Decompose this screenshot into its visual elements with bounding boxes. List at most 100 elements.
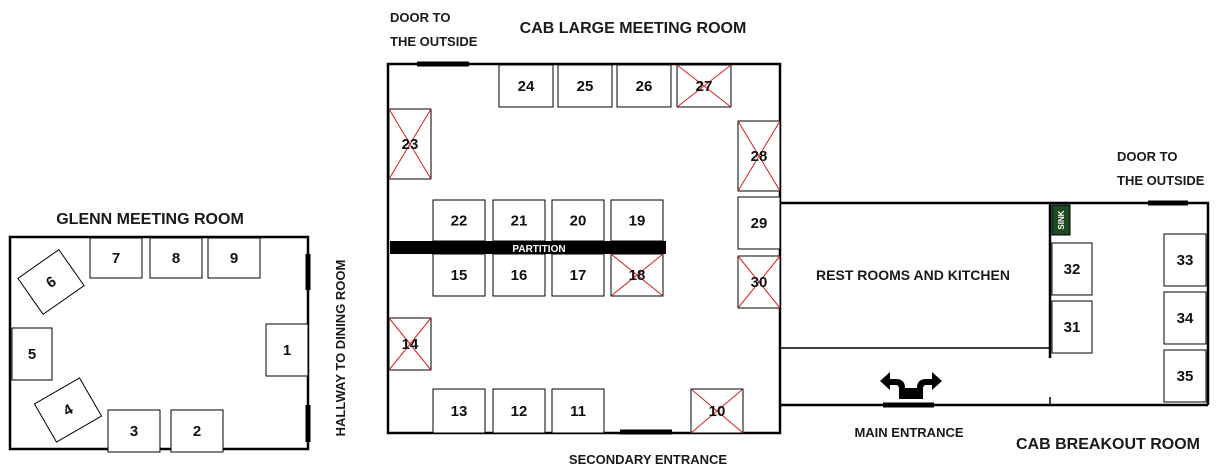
table-box: [107, 409, 161, 453]
table-number: 9: [230, 250, 238, 267]
table-number: 27: [696, 78, 713, 95]
table-box: [432, 388, 486, 434]
table-3: 3: [107, 409, 161, 453]
table-5: 5: [11, 327, 53, 381]
table-1: 1: [265, 323, 309, 377]
table-box: [149, 237, 203, 279]
table-number: 30: [751, 274, 768, 291]
table-box: [1163, 349, 1207, 403]
table-box: [551, 199, 605, 242]
table-box: [1051, 300, 1093, 354]
table-number: 10: [709, 403, 726, 420]
table-box: [557, 64, 613, 108]
table-box: [1163, 291, 1207, 345]
table-number: 22: [451, 213, 468, 230]
table-box: [432, 199, 486, 242]
table-number: 18: [629, 267, 646, 284]
table-number: 25: [577, 78, 594, 95]
table-number: 7: [112, 250, 120, 267]
table-number: 35: [1177, 368, 1194, 385]
table-number: 29: [751, 215, 768, 232]
table-number: 17: [570, 267, 587, 284]
table-11: 11: [551, 388, 605, 434]
table-number: 14: [402, 336, 419, 353]
unavailable-cross-mark: [737, 120, 781, 192]
table-number: 2: [193, 423, 201, 440]
table-32: 32: [1051, 242, 1093, 296]
table-number: 15: [451, 267, 468, 284]
main-entrance-label: MAIN ENTRANCE: [854, 425, 963, 440]
table-20: 20: [551, 199, 605, 242]
door-outside-left-label-line1: DOOR TO: [390, 10, 450, 25]
table-28: 28: [737, 120, 781, 192]
table-box: [551, 388, 605, 434]
table-number: 33: [1177, 252, 1194, 269]
table-number: 28: [751, 148, 768, 165]
door-outside-right-label-line1: DOOR TO: [1117, 149, 1177, 164]
table-35: 35: [1163, 349, 1207, 403]
table-number: 23: [402, 136, 419, 153]
sink-label: SINK: [1057, 210, 1066, 229]
table-number: 5: [28, 346, 36, 363]
table-number: 32: [1064, 261, 1081, 278]
table-box: [492, 388, 546, 434]
table-box: [498, 64, 554, 108]
table-33: 33: [1163, 233, 1207, 287]
table-7: 7: [89, 237, 143, 279]
table-number: 8: [172, 250, 180, 267]
table-box: [17, 248, 85, 316]
table-34: 34: [1163, 291, 1207, 345]
table-number: 13: [451, 403, 468, 420]
breakout-room-wall: [1050, 201, 1210, 405]
table-25: 25: [557, 64, 613, 108]
table-number: 3: [130, 423, 138, 440]
table-6: 6: [17, 248, 85, 316]
table-2: 2: [170, 409, 224, 453]
glenn-room-title: GLENN MEETING ROOM: [56, 211, 244, 228]
table-number: 34: [1177, 310, 1194, 327]
table-4: 4: [33, 377, 103, 443]
table-box: [492, 253, 546, 297]
table-box: [265, 323, 309, 377]
table-number: 1: [283, 342, 291, 359]
table-17: 17: [551, 253, 605, 297]
table-box: [11, 327, 53, 381]
restrooms-kitchen-label: REST ROOMS AND KITCHEN: [816, 267, 1010, 283]
partition-label: PARTITION: [512, 244, 565, 255]
table-26: 26: [616, 64, 672, 108]
hallway-label: HALLWAY TO DINING ROOM: [333, 260, 348, 437]
table-number: 12: [511, 403, 528, 420]
table-13: 13: [432, 388, 486, 434]
table-number: 31: [1064, 319, 1081, 336]
table-18: 18: [610, 253, 664, 297]
secondary-entrance-label: SECONDARY ENTRANCE: [569, 452, 728, 467]
table-27: 27: [676, 64, 732, 108]
unavailable-cross-mark: [676, 64, 732, 108]
cab-large-room-wall: [386, 62, 782, 435]
cab-large-room-title: CAB LARGE MEETING ROOM: [520, 20, 747, 37]
main-entrance-arrow-icon: [880, 372, 942, 399]
table-12: 12: [492, 388, 546, 434]
table-19: 19: [610, 199, 664, 242]
table-box: [89, 237, 143, 279]
table-10: 10: [690, 388, 744, 434]
table-box: [1051, 242, 1093, 296]
table-box: [170, 409, 224, 453]
table-15: 15: [432, 253, 486, 297]
table-number: 26: [636, 78, 653, 95]
table-number: 20: [570, 213, 587, 230]
cab-breakout-room-title: CAB BREAKOUT ROOM: [1016, 436, 1200, 453]
table-14: 14: [388, 317, 432, 371]
table-box: [33, 377, 103, 443]
table-22: 22: [432, 199, 486, 242]
unavailable-cross-mark: [388, 108, 432, 180]
table-24: 24: [498, 64, 554, 108]
sink-icon: [1051, 204, 1071, 236]
unavailable-cross-mark: [388, 317, 432, 371]
unavailable-cross-mark: [610, 253, 664, 297]
door-outside-left-label-line2: THE OUTSIDE: [390, 34, 478, 49]
table-31: 31: [1051, 300, 1093, 354]
table-23: 23: [388, 108, 432, 180]
